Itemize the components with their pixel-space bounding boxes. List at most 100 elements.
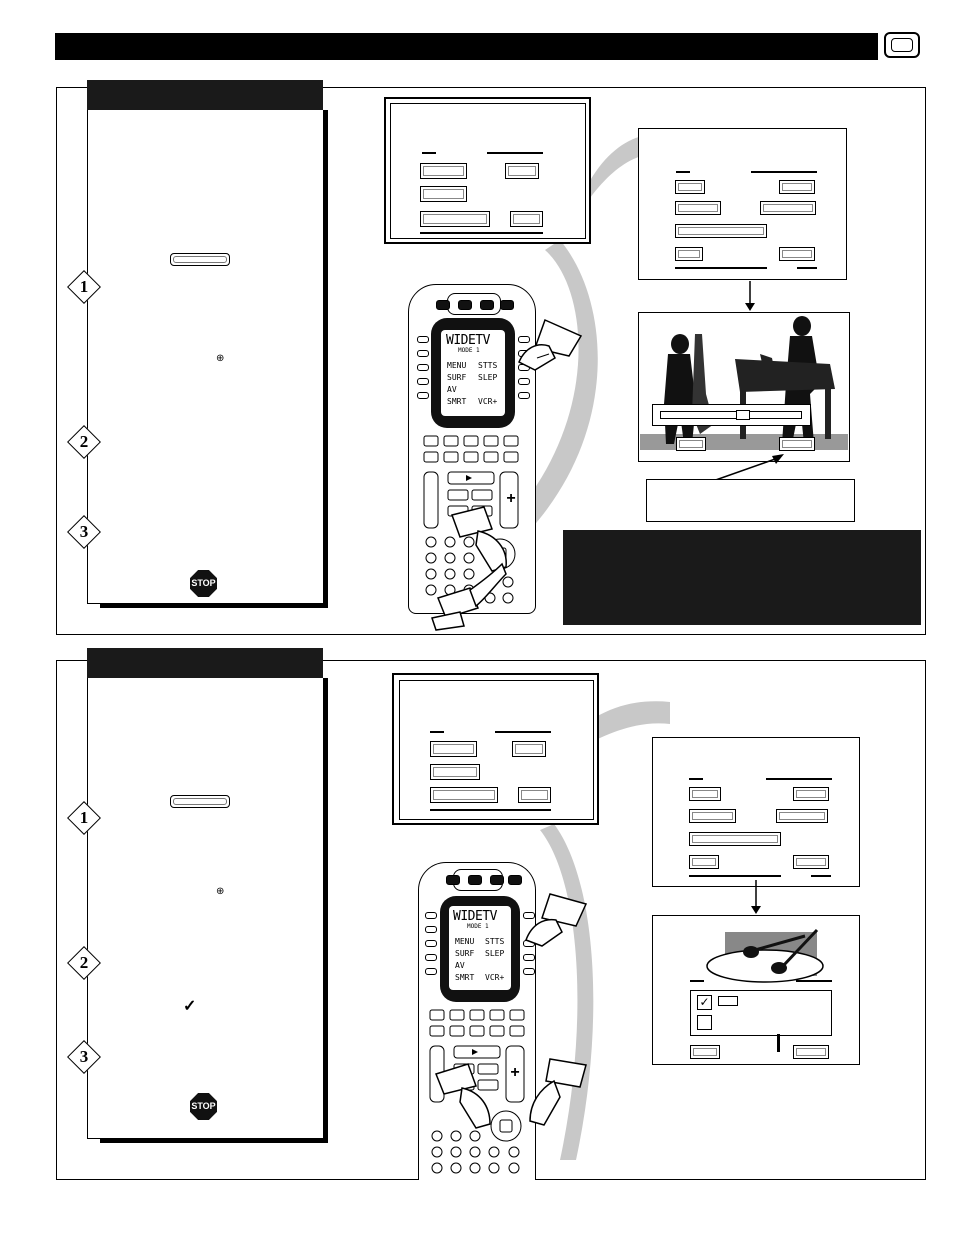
section-tab-bottom (87, 648, 323, 678)
menu-rule (430, 731, 444, 733)
menu-item-button-highlighted (505, 163, 539, 179)
lcd-left-item: SMRT (447, 397, 467, 406)
menu-item-button (420, 211, 490, 227)
menu-rule (430, 809, 551, 811)
slider-thumb (736, 410, 750, 420)
lcd-left-item: MENU (447, 361, 467, 370)
menu-item-button (689, 787, 721, 801)
checkbox-panel (690, 990, 832, 1036)
lcd-title: WIDETV (446, 333, 490, 348)
menu-item-button (420, 163, 467, 179)
menu-item-button (676, 437, 706, 451)
menu-rule (487, 152, 543, 154)
menu-rule (689, 875, 781, 877)
tv-menu-inner-bottom (399, 680, 594, 820)
pointer-arrow-icon (709, 454, 784, 483)
menu-rule (751, 171, 817, 173)
menu-rule (420, 232, 543, 234)
sidebar-box-bottom (87, 678, 323, 1139)
stop-sign-icon (190, 570, 217, 597)
drum-graphic (706, 928, 824, 983)
lcd-left-item: AV (455, 961, 465, 970)
remote-source-button (446, 875, 460, 885)
remote-source-button (458, 300, 472, 310)
remote-side-key (523, 954, 535, 961)
menu-item-button (430, 741, 477, 757)
menu-item-button (689, 832, 781, 846)
remote-source-button (500, 300, 514, 310)
remote-side-key (417, 378, 429, 385)
menu-button-icon (170, 795, 230, 808)
lcd-right-item: STTS (478, 361, 498, 370)
remote-source-button (480, 300, 494, 310)
step-number-3: 3 (79, 1047, 89, 1066)
caption-box-top (646, 479, 855, 522)
lcd-mode: MODE 1 (467, 923, 489, 930)
checkmark-icon: ✓ (183, 998, 197, 1015)
menu-item-button-selected (779, 437, 815, 451)
remote-source-button (468, 875, 482, 885)
menu-rule (797, 267, 817, 269)
menu-rule (811, 875, 831, 877)
hand-pointer-icon (435, 1063, 491, 1129)
tv-icon (884, 32, 920, 58)
remote-side-key (417, 350, 429, 357)
checkbox-label-box (718, 996, 738, 1006)
menu-item-button (779, 247, 815, 261)
remote-side-key (425, 940, 437, 947)
menu-item-button (420, 186, 467, 202)
remote-lcd-screen-bottom (449, 906, 511, 990)
menu-rule (690, 980, 704, 982)
lcd-left-item: SURF (455, 949, 475, 958)
remote-side-key (425, 968, 437, 975)
remote-side-key (518, 378, 530, 385)
menu-rule (495, 731, 551, 733)
remote-side-key (518, 336, 530, 343)
lcd-right-item: STTS (485, 937, 505, 946)
note-box-dark (563, 530, 921, 625)
cursor-icon: ⊕ (216, 353, 225, 364)
lcd-mode: MODE 1 (458, 347, 480, 354)
remote-side-key (518, 392, 530, 399)
menu-item-button (793, 855, 829, 869)
menu-rule (689, 778, 703, 780)
menu-item-button (675, 201, 721, 215)
step-number-3: 3 (79, 522, 89, 541)
arrow-down-icon (751, 880, 761, 914)
hand-pointer-icon (518, 318, 583, 371)
remote-side-key (425, 912, 437, 919)
checkbox-checked: ✓ (697, 995, 712, 1010)
jazz-band-silhouette (640, 316, 848, 450)
menu-item-button (430, 764, 480, 780)
lcd-left-item: SURF (447, 373, 467, 382)
stop-sign-icon (190, 1093, 217, 1120)
remote-side-key (523, 968, 535, 975)
slider-track (660, 411, 802, 419)
menu-item-button-highlighted (675, 180, 705, 194)
lcd-left-item: SMRT (455, 973, 475, 982)
menu-rule (422, 152, 436, 154)
menu-button-icon (170, 253, 230, 266)
lcd-right-item: VCR+ (485, 973, 505, 982)
menu-item-button (675, 224, 767, 238)
remote-side-key (523, 912, 535, 919)
menu-item-button-highlighted (512, 741, 546, 757)
hand-pointer-icon (451, 506, 507, 572)
remote-side-key (425, 926, 437, 933)
menu-item-button (689, 855, 719, 869)
sidebar-box-top (87, 110, 323, 604)
svg-text:+: + (510, 1064, 519, 1081)
menu-item-button (779, 180, 815, 194)
menu-item-button (689, 809, 736, 823)
step-number-1: 1 (79, 808, 89, 827)
remote-side-key (417, 392, 429, 399)
remote-source-button (436, 300, 450, 310)
menu-item-button (793, 1045, 829, 1059)
pointer-line (777, 1034, 780, 1052)
hand-pointer-icon (525, 893, 588, 947)
checkbox-unchecked (697, 1015, 712, 1030)
stop-sign-label: STOP (191, 578, 216, 588)
lcd-left-item: AV (447, 385, 457, 394)
hand-pointer-icon (529, 1058, 587, 1126)
tv-menu-inner-top (390, 103, 586, 239)
